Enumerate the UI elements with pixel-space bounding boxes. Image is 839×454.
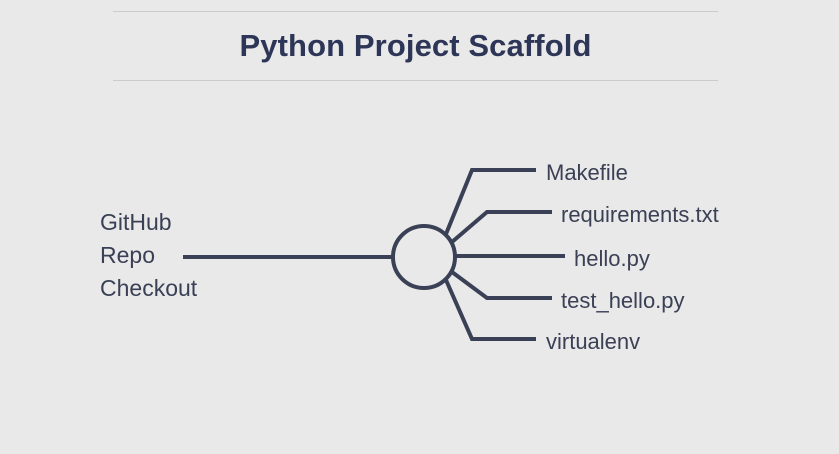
leaf-label-makefile: Makefile bbox=[546, 160, 628, 185]
connector-requirements bbox=[450, 210, 552, 244]
root-label-line-1: GitHub bbox=[100, 209, 172, 235]
leaf-label-requirements-txt: requirements.txt bbox=[561, 202, 719, 227]
title-rule-top bbox=[113, 11, 718, 12]
page-title: Python Project Scaffold bbox=[239, 28, 592, 63]
root-node-label: GitHub Repo Checkout bbox=[100, 206, 197, 305]
connector-test-hello bbox=[450, 270, 552, 300]
title-rule-bottom bbox=[113, 80, 718, 81]
leaf-label-test-hello-py: test_hello.py bbox=[561, 288, 685, 313]
leaf-label-virtualenv: virtualenv bbox=[546, 329, 641, 354]
connector-makefile bbox=[444, 168, 536, 235]
root-label-line-2: Repo bbox=[100, 242, 155, 268]
connector-virtualenv bbox=[444, 279, 536, 341]
root-label-line-3: Checkout bbox=[100, 275, 198, 301]
leaf-label-hello-py: hello.py bbox=[574, 246, 650, 271]
hub-node-circle bbox=[391, 224, 457, 290]
